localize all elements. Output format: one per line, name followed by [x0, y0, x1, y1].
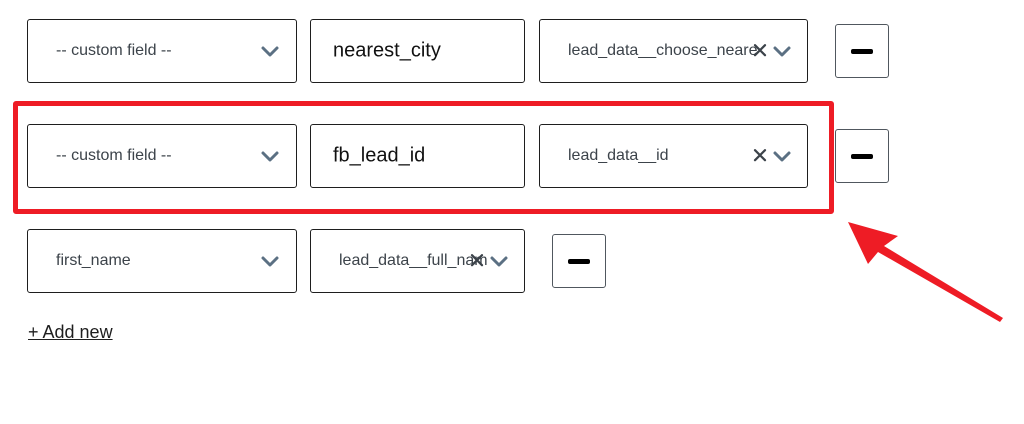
minus-icon [851, 49, 873, 54]
chevron-down-icon[interactable] [772, 146, 792, 166]
value-select-value: lead_data__choose_neare [568, 42, 758, 59]
value-select-value: lead_data__id [568, 147, 669, 164]
minus-icon [851, 154, 873, 159]
value-select-row-2[interactable]: lead_data__id [539, 124, 808, 188]
field-select-value: first_name [56, 252, 131, 269]
add-new-link[interactable]: + Add new [28, 322, 113, 342]
chevron-down-icon[interactable] [772, 41, 792, 61]
name-input-row-1[interactable]: nearest_city [310, 19, 525, 83]
field-select-row-2[interactable]: -- custom field -- [27, 124, 297, 188]
name-input-value: nearest_city [333, 39, 441, 62]
chevron-down-icon[interactable] [489, 251, 509, 271]
remove-row-button[interactable] [552, 234, 606, 288]
field-select-value: -- custom field -- [56, 42, 172, 59]
value-select-value: lead_data__full_nam [339, 252, 488, 269]
field-select-row-3[interactable]: first_name [27, 229, 297, 293]
close-icon[interactable] [469, 252, 485, 268]
highlight-box [13, 101, 834, 214]
minus-icon [568, 259, 590, 264]
name-input-row-2[interactable]: fb_lead_id [310, 124, 525, 188]
chevron-down-icon[interactable] [260, 146, 280, 166]
value-select-row-3[interactable]: lead_data__full_nam [310, 229, 525, 293]
field-select-value: -- custom field -- [56, 147, 172, 164]
chevron-down-icon[interactable] [260, 41, 280, 61]
name-input-value: fb_lead_id [333, 144, 426, 167]
remove-row-button[interactable] [835, 129, 889, 183]
field-select-row-1[interactable]: -- custom field -- [27, 19, 297, 83]
arrow-annotation [848, 222, 1003, 322]
close-icon[interactable] [752, 147, 768, 163]
close-icon[interactable] [752, 42, 768, 58]
chevron-down-icon[interactable] [260, 251, 280, 271]
value-select-row-1[interactable]: lead_data__choose_neare [539, 19, 808, 83]
remove-row-button[interactable] [835, 24, 889, 78]
